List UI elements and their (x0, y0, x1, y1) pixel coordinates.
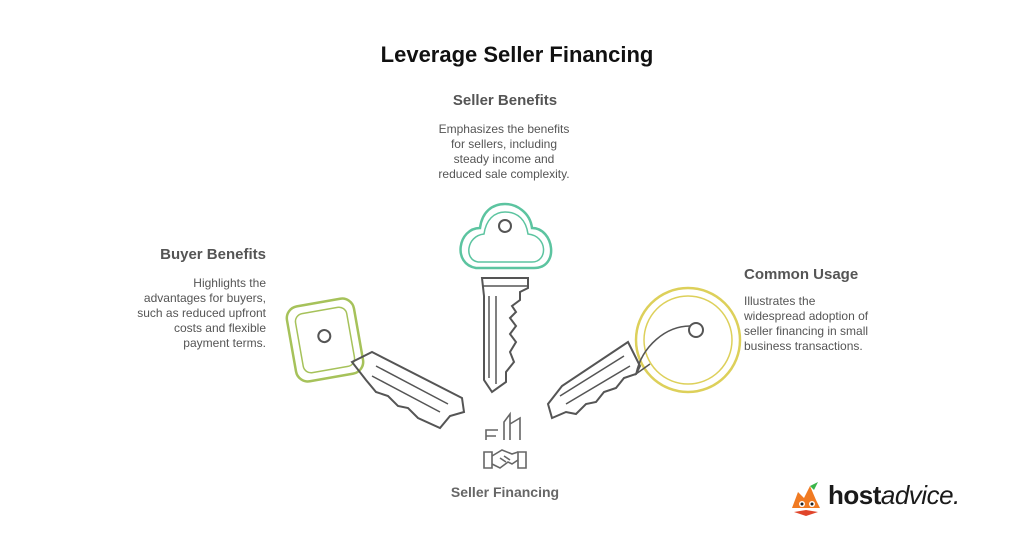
seller-benefits-heading: Seller Benefits (452, 92, 558, 109)
description-line: for sellers, including (450, 137, 558, 151)
brand-bold: host (828, 480, 881, 510)
description-line: seller financing in small (744, 324, 869, 338)
buyer-benefits-heading: Buyer Benefits (160, 246, 266, 263)
brand-rest: advice (880, 480, 954, 510)
brand-dot: . (953, 480, 960, 510)
common-usage-heading: Common Usage (744, 266, 859, 283)
description-line: business transactions. (744, 339, 863, 353)
description-line: reduced sale complexity. (438, 167, 570, 181)
hostadvice-logo: hostadvice. (786, 476, 966, 520)
buyer-key-icon (285, 297, 365, 383)
description-line: payment terms. (183, 336, 266, 350)
description-line: costs and flexible (173, 321, 266, 335)
handshake-building-icon (483, 411, 527, 469)
brand-wordmark: hostadvice. (828, 480, 960, 511)
description-line: widespread adoption of (744, 309, 869, 323)
buyer-key-blade (350, 350, 466, 430)
seller-benefits-description: Emphasizes the benefits for sellers, inc… (404, 122, 604, 182)
description-line: advantages for buyers, (143, 291, 266, 305)
common-usage-description: Illustrates the widespread adoption of s… (744, 294, 894, 354)
fox-mascot-icon (792, 482, 820, 516)
usage-key-icon (546, 286, 742, 420)
seller-key-icon (459, 202, 553, 394)
buyer-benefits-description: Highlights the advantages for buyers, su… (116, 276, 266, 351)
description-line: steady income and (453, 152, 555, 166)
description-line: such as reduced upfront (137, 306, 266, 320)
description-line: Emphasizes the benefits (438, 122, 570, 136)
seller-financing-label: Seller Financing (450, 484, 560, 500)
description-line: Illustrates the (744, 294, 816, 308)
page-title: Leverage Seller Financing (380, 42, 654, 67)
description-line: Highlights the (193, 276, 266, 290)
